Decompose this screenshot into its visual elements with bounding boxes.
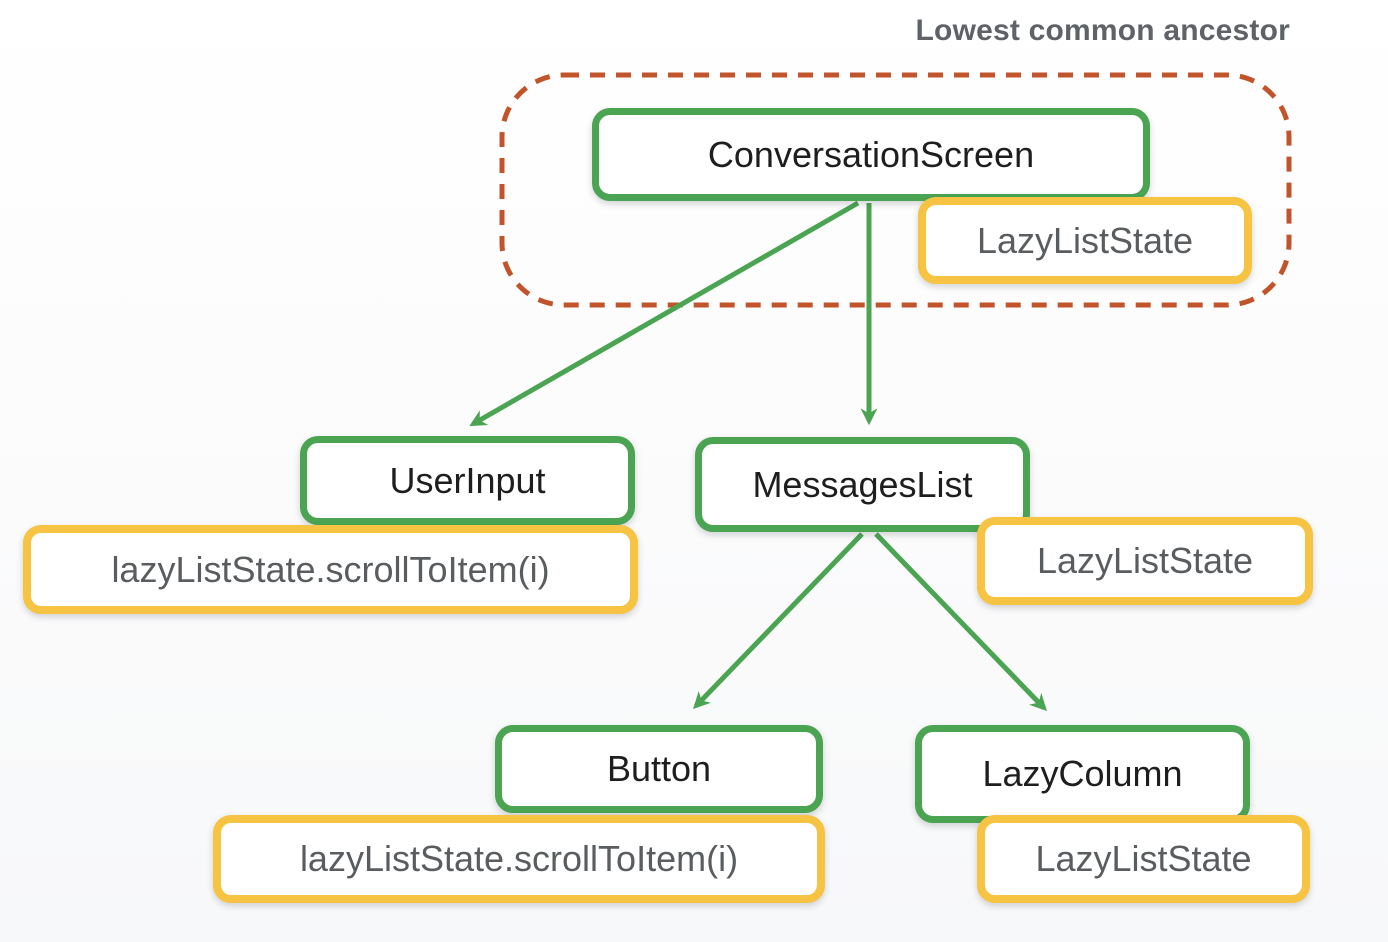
method-call-button: lazyListState.scrollToItem(i) xyxy=(213,815,825,903)
edge-messageslist-to-button xyxy=(693,532,864,710)
node-messages-list: MessagesList xyxy=(695,437,1030,532)
node-user-input: UserInput xyxy=(300,436,635,525)
node-lazy-column: LazyColumn xyxy=(915,725,1250,823)
state-badge-messages-list: LazyListState xyxy=(977,517,1313,605)
edge-messageslist-to-lazycolumn xyxy=(874,532,1047,712)
node-button: Button xyxy=(495,725,823,813)
method-call-user-input: lazyListState.scrollToItem(i) xyxy=(23,525,638,614)
edge-conversationscreen-to-userinput xyxy=(469,200,860,427)
state-badge-lazy-column: LazyListState xyxy=(977,815,1310,903)
lowest-common-ancestor-label: Lowest common ancestor xyxy=(915,14,1290,47)
node-conversation-screen: ConversationScreen xyxy=(592,108,1150,201)
lowest-common-ancestor-dashed-outline xyxy=(499,72,1292,308)
state-badge-conversation-screen: LazyListState xyxy=(918,197,1252,284)
